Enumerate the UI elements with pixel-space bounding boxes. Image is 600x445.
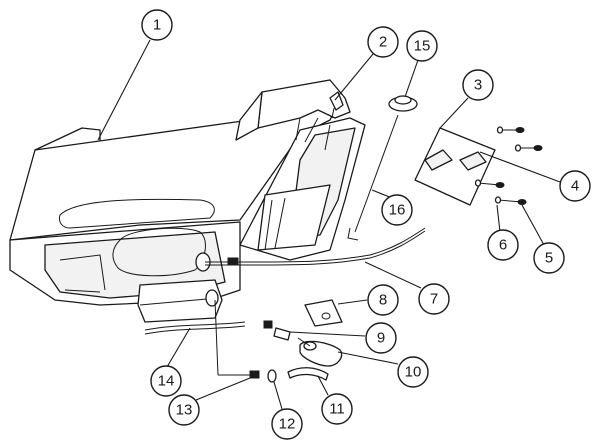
callout-2-label: 2 [379, 34, 387, 51]
filter-part-10 [297, 337, 343, 367]
callout-12-label: 12 [279, 416, 296, 433]
fuel-line-part-7 [205, 227, 426, 266]
clamp-part-12 [267, 369, 277, 383]
leader-lines [97, 39, 561, 410]
callout-4-label: 4 [571, 178, 579, 195]
callout-15-label: 15 [414, 38, 431, 55]
callout-3: 3 [462, 69, 494, 101]
callout-8: 8 [367, 284, 399, 316]
callout-12: 12 [271, 408, 303, 440]
callout-5-label: 5 [545, 250, 553, 267]
callout-10-label: 10 [405, 364, 422, 381]
tank-body-part-1 [9, 79, 366, 323]
callout-16-label: 16 [389, 202, 406, 219]
callout-2: 2 [367, 26, 399, 58]
callout-16: 16 [381, 194, 413, 226]
callout-6-label: 6 [499, 237, 507, 254]
callout-5: 5 [533, 242, 565, 274]
callout-11-label: 11 [329, 401, 345, 418]
hose-part-11 [287, 367, 329, 381]
callout-13: 13 [168, 394, 200, 426]
callout-9-label: 9 [377, 330, 385, 347]
valve-part-9 [263, 320, 291, 341]
callout-9: 9 [365, 322, 397, 354]
callout-4: 4 [559, 170, 591, 202]
fitting-part-13 [214, 299, 260, 379]
callout-14-label: 14 [158, 373, 175, 390]
callout-10: 10 [397, 356, 429, 388]
cap-part-15 [388, 95, 418, 112]
callout-14: 14 [150, 365, 182, 397]
callout-1: 1 [141, 9, 173, 41]
mounting-plate-part-3 [414, 127, 496, 206]
dipstick-part-16 [347, 114, 399, 241]
fitting-part-2 [329, 91, 344, 119]
bracket-part-8 [304, 299, 343, 327]
callout-8-label: 8 [379, 292, 387, 309]
callout-3-label: 3 [474, 77, 482, 94]
tube-part-14 [144, 321, 246, 335]
callout-15: 15 [406, 30, 438, 62]
callout-1-label: 1 [153, 17, 161, 34]
callout-7-label: 7 [430, 291, 438, 308]
bolts-hardware [474, 126, 543, 205]
callout-7: 7 [418, 283, 450, 315]
callout-6: 6 [487, 229, 519, 261]
callout-11: 11 [321, 393, 353, 425]
callout-13-label: 13 [176, 402, 193, 419]
